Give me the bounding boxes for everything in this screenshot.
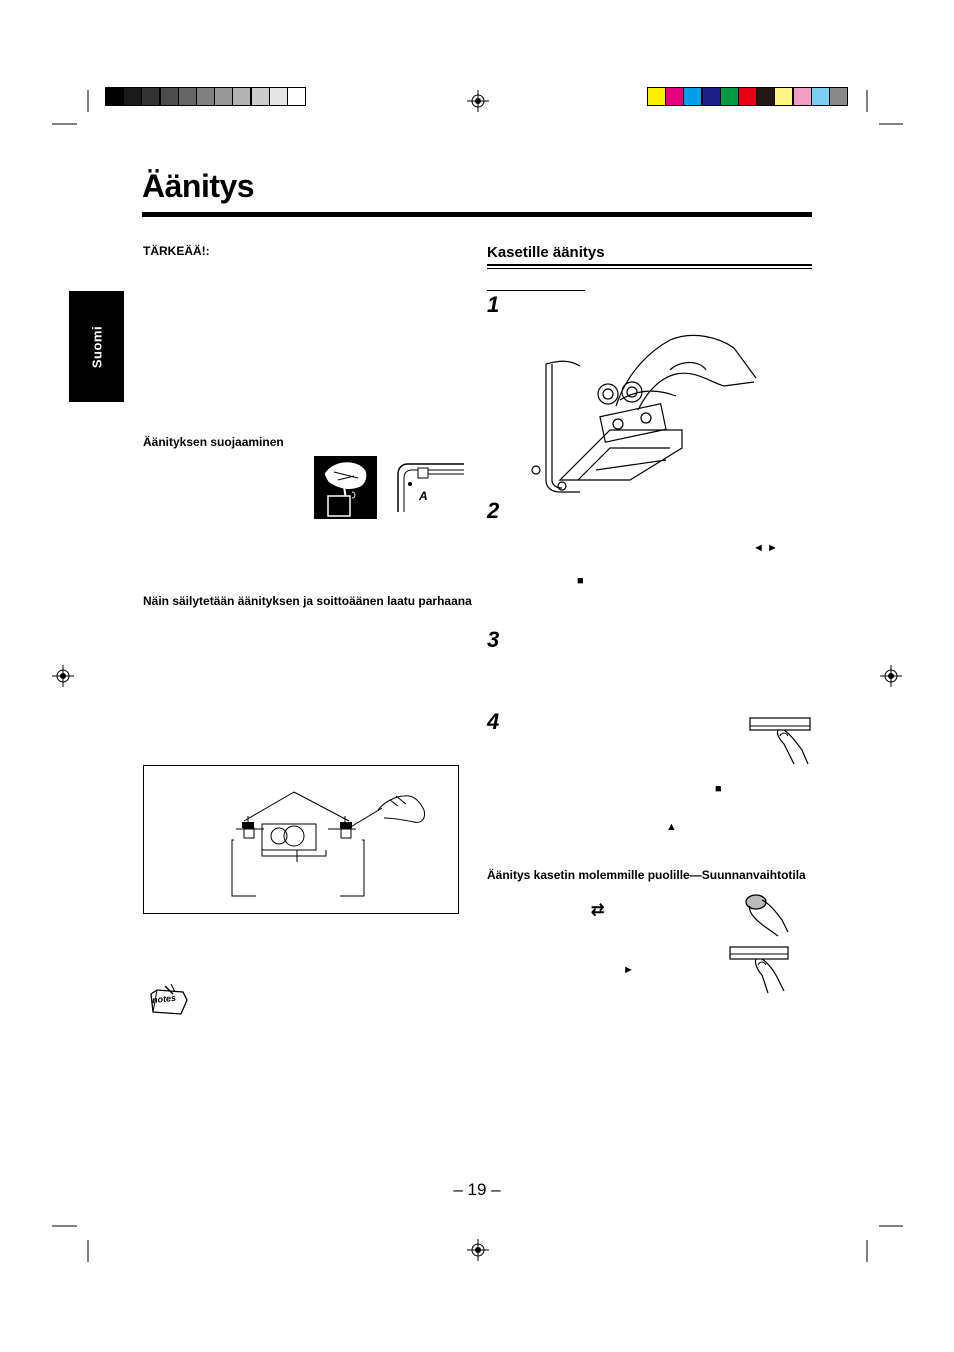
play-button-illustration (729, 946, 789, 994)
record-button-illustration (749, 717, 811, 765)
section-rule (487, 264, 812, 266)
stop-icon: ■ (577, 575, 584, 587)
registration-target-icon (467, 90, 489, 112)
section-rule-thin (487, 268, 812, 269)
color-swatch (774, 87, 794, 106)
color-swatch (829, 87, 848, 106)
reverse-mode-subheading: Äänitys kasetin molemmille puolille—Suun… (487, 868, 806, 882)
title-rule (142, 212, 812, 217)
step-rule (487, 290, 585, 291)
step-number-1: 1 (487, 292, 500, 317)
color-swatch (647, 87, 666, 106)
color-swatch (756, 87, 776, 106)
color-swatch (123, 87, 143, 106)
eject-icon: ▲ (666, 821, 677, 833)
color-swatch (701, 87, 721, 106)
color-swatch (250, 87, 270, 106)
cassette-tab-illustration (397, 463, 464, 512)
step-number-3: 3 (487, 627, 500, 652)
color-swatch (196, 87, 215, 106)
color-swatch (268, 87, 288, 106)
language-tab-label: Suomi (89, 325, 104, 368)
color-swatch (738, 87, 757, 106)
registration-target-icon (880, 665, 902, 687)
registration-target-icon (52, 665, 74, 687)
color-swatch (719, 87, 739, 106)
play-icon: ► (623, 964, 634, 976)
step-number-4: 4 (487, 709, 500, 734)
head-cleaning-illustration (231, 791, 425, 897)
color-swatch (810, 87, 830, 106)
page-title: Äänitys (142, 168, 255, 204)
color-swatch (141, 87, 161, 106)
color-swatch (159, 87, 179, 106)
section-heading: Kasetille äänitys (487, 244, 605, 261)
tab-letter: A (419, 489, 428, 503)
color-swatch (177, 87, 197, 106)
quality-heading: Näin säilytetään äänityksen ja soittoään… (143, 594, 472, 608)
color-swatch (683, 87, 703, 106)
color-swatch (665, 87, 685, 106)
step-number-2: 2 (487, 498, 500, 523)
notes-icon (150, 983, 188, 1015)
stop-icon: ■ (715, 783, 722, 795)
color-swatch (792, 87, 812, 106)
head-cleaning-box (143, 765, 459, 914)
cassette-insert-illustration (531, 334, 757, 493)
color-swatch (105, 87, 124, 106)
color-swatch (287, 87, 306, 106)
language-tab: Suomi (69, 291, 124, 402)
reverse-mode-button-illustration (745, 894, 789, 937)
page-number: – 19 – (453, 1180, 501, 1199)
reverse-mode-icon: ⇄ (591, 902, 605, 919)
color-swatch (232, 87, 252, 106)
important-label: TÄRKEÄÄ!: (143, 244, 210, 258)
color-swatch (214, 87, 234, 106)
protect-heading: Äänityksen suojaaminen (143, 435, 284, 449)
registration-target-icon (467, 1239, 489, 1261)
tab-breakoff-illustration (314, 456, 377, 519)
play-both-icon: ◄ ► (753, 542, 778, 554)
